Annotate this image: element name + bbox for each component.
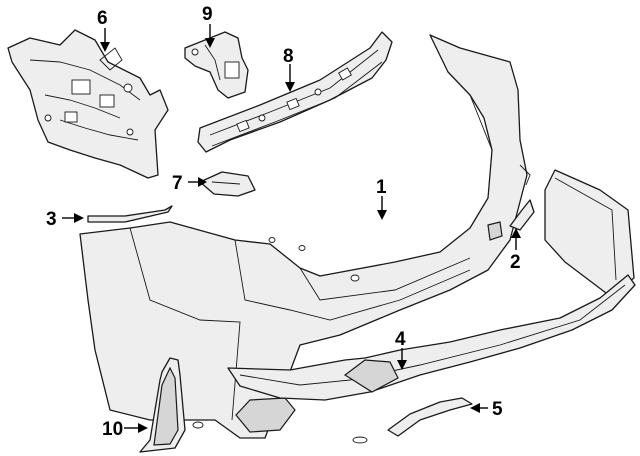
part-3-molding (87, 205, 173, 223)
callout-2: 2 (510, 252, 521, 273)
callout-10: 10 (102, 419, 123, 440)
callout-4: 4 (395, 329, 406, 350)
callout-8: 8 (283, 46, 294, 67)
part-6-rear-panel (7, 29, 169, 179)
callout-5: 5 (492, 399, 503, 420)
callout-9: 9 (202, 4, 213, 25)
part-side-panel (544, 169, 635, 297)
leader-lines (62, 24, 521, 433)
part-2-reflector (509, 199, 535, 231)
part-7-trim (199, 171, 256, 197)
callout-3: 3 (46, 209, 57, 230)
callout-6: 6 (97, 8, 108, 29)
part-8-reinforcement-bar (197, 31, 393, 153)
part-1-bumper-cover (79, 34, 531, 439)
part-10-reflector (139, 357, 186, 453)
part-4-lower-diffuser (227, 274, 636, 444)
callout-1: 1 (376, 177, 387, 198)
callout-7: 7 (172, 173, 183, 194)
part-9-bracket (184, 31, 249, 99)
part-5-trim-strip (387, 397, 473, 437)
